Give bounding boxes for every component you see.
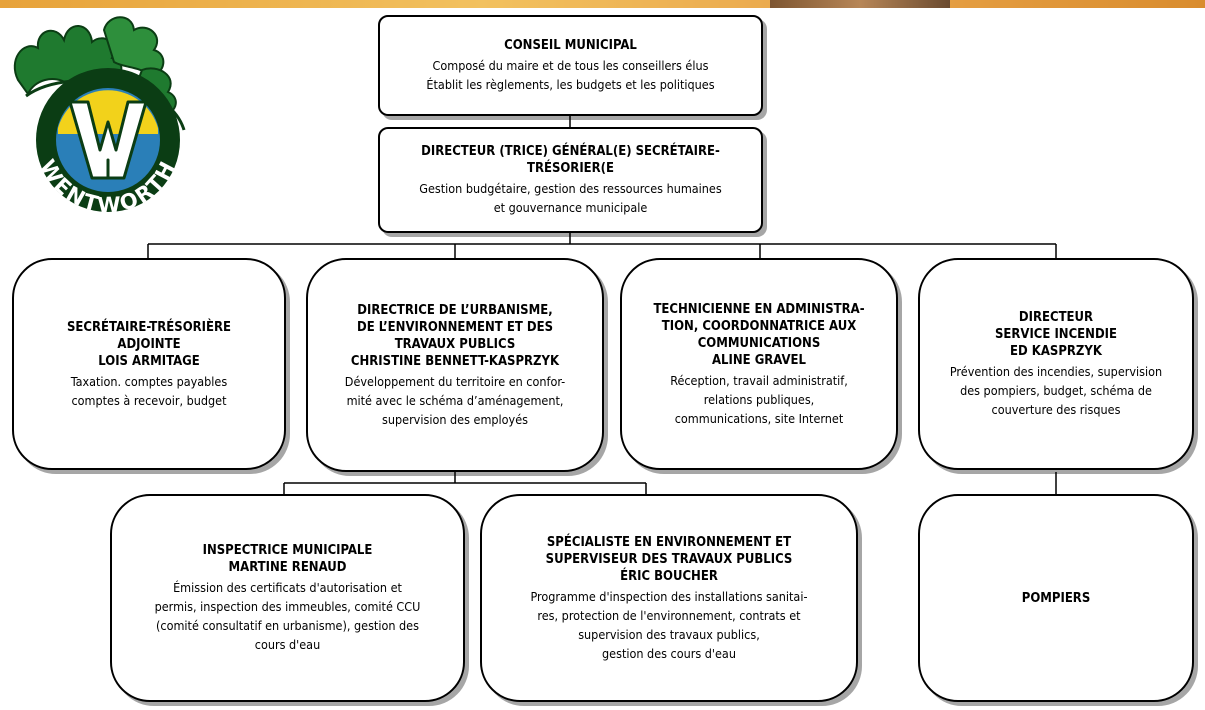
- box-secretaire-tresoriere: SECRÉTAIRE-TRÉSORIÈRE ADJOINTE LOIS ARMI…: [12, 258, 286, 470]
- pompiers-title: POMPIERS: [1021, 590, 1091, 606]
- technicienne-title: TECHNICIENNE EN ADMINISTRA- TION, COORDO…: [653, 301, 865, 368]
- box-specialiste-environnement: SPÉCIALISTE EN ENVIRONNEMENT ET SUPERVIS…: [480, 494, 858, 702]
- conseil-title: CONSEIL MUNICIPAL: [504, 38, 637, 53]
- incendie-title: DIRECTEUR SERVICE INCENDIE ED KASPRZYK: [994, 310, 1117, 359]
- top-photo-strip: [770, 0, 950, 8]
- wentworth-logo: WENTWORTH: [13, 16, 186, 215]
- w-letter-icon: [68, 100, 148, 180]
- incendie-desc: Prévention des incendies, supervision de…: [949, 364, 1163, 417]
- urbanisme-desc: Développement du territoire en confor- m…: [344, 373, 566, 427]
- urbanisme-title: DIRECTRICE DE L’URBANISME, DE L’ENVIRONN…: [350, 302, 560, 369]
- dg-title: DIRECTEUR (TRICE) GÉNÉRAL(E) SECRÉTAIRE-…: [421, 144, 720, 176]
- dg-desc: Gestion budgétaire, gestion des ressourc…: [419, 181, 722, 215]
- top-decorative-band: [0, 0, 1205, 8]
- box-conseil-municipal: CONSEIL MUNICIPAL Composé du maire et de…: [378, 15, 763, 116]
- secretaire-desc: Taxation. comptes payables comptes à rec…: [70, 373, 228, 408]
- conseil-desc: Composé du maire et de tous les conseill…: [426, 58, 715, 92]
- box-directeur-service-incendie: DIRECTEUR SERVICE INCENDIE ED KASPRZYK P…: [918, 258, 1194, 470]
- specialiste-desc: Programme d'inspection des installations…: [530, 588, 808, 661]
- specialiste-title: SPÉCIALISTE EN ENVIRONNEMENT ET SUPERVIS…: [545, 534, 793, 584]
- box-inspectrice-municipale: INSPECTRICE MUNICIPALE MARTINE RENAUD Ém…: [110, 494, 465, 702]
- secretaire-title: SECRÉTAIRE-TRÉSORIÈRE ADJOINTE LOIS ARMI…: [67, 319, 231, 369]
- box-directrice-urbanisme: DIRECTRICE DE L’URBANISME, DE L’ENVIRONN…: [306, 258, 604, 472]
- technicienne-desc: Réception, travail administratif, relati…: [670, 372, 848, 426]
- box-pompiers: POMPIERS: [918, 494, 1194, 702]
- inspectrice-title: INSPECTRICE MUNICIPALE MARTINE RENAUD: [202, 543, 373, 575]
- box-directeur-general: DIRECTEUR (TRICE) GÉNÉRAL(E) SECRÉTAIRE-…: [378, 127, 763, 233]
- inspectrice-desc: Émission des certificats d'autorisation …: [154, 580, 421, 652]
- box-technicienne-administration: TECHNICIENNE EN ADMINISTRA- TION, COORDO…: [620, 258, 898, 470]
